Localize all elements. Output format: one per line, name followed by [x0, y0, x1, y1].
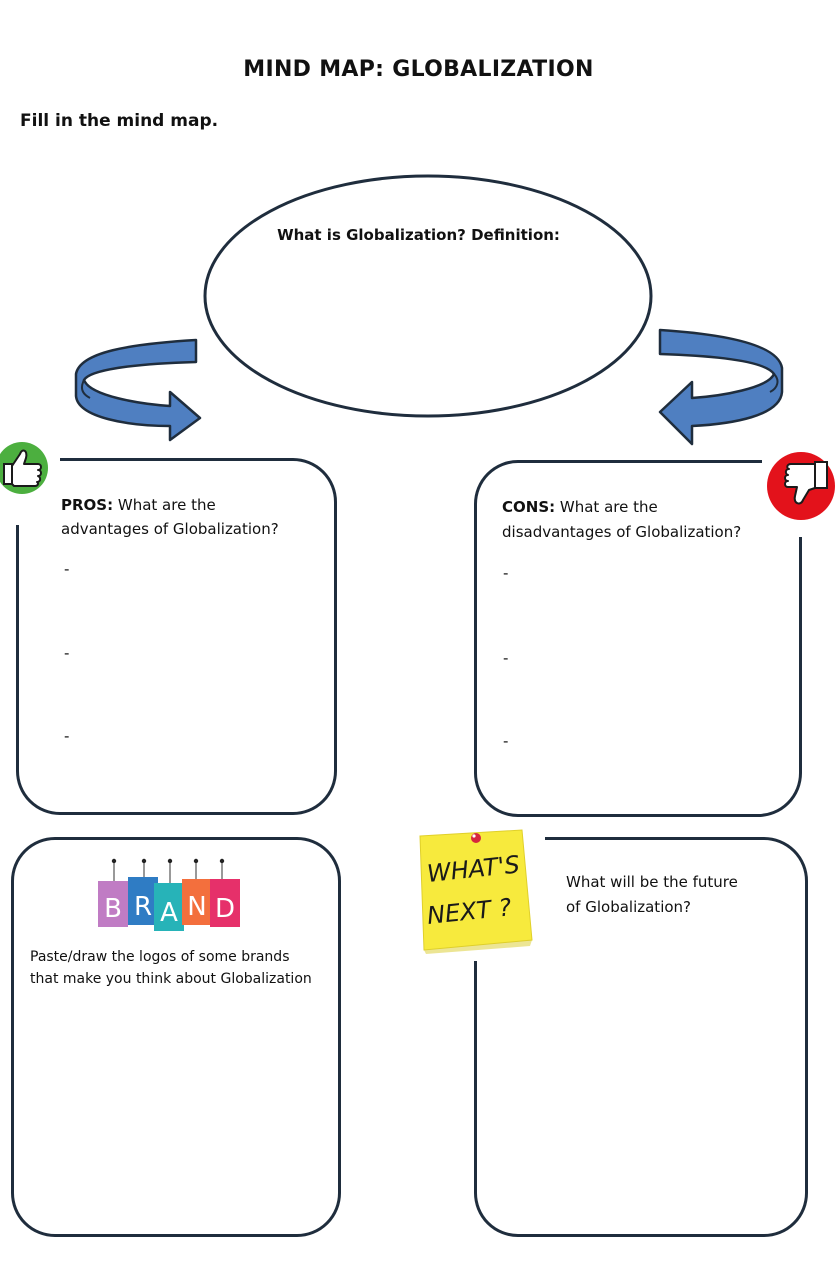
cons-dash-2: -	[503, 649, 509, 667]
cons-heading-bold: CONS:	[502, 498, 556, 516]
pros-heading-bold: PROS:	[61, 496, 114, 514]
right-curved-arrow	[658, 328, 784, 446]
future-question-line2: of Globalization?	[566, 898, 692, 916]
pros-heading-rest: What are the	[113, 496, 216, 514]
thumbs-down-icon	[767, 452, 835, 520]
brand-letter-a: A	[160, 898, 178, 928]
pros-box[interactable]	[16, 458, 337, 815]
brand-letter-n: N	[187, 892, 206, 922]
brand-tags-image: B R A N D	[98, 858, 240, 931]
brand-box[interactable]	[11, 837, 341, 1237]
whats-next-note: WHAT'S NEXT ?	[419, 829, 533, 954]
cons-dash-1: -	[503, 564, 509, 582]
page-title: MIND MAP: GLOBALIZATION	[243, 57, 594, 82]
brand-letter-r: R	[134, 892, 152, 922]
brand-instruction-line2: that make you think about Globalization	[30, 971, 312, 987]
left-curved-arrow	[74, 338, 202, 442]
future-question-line1: What will be the future	[566, 873, 738, 891]
brand-letter-d: D	[215, 894, 235, 924]
pros-dash-1: -	[64, 560, 70, 578]
pros-dash-2: -	[64, 644, 70, 662]
pros-heading: PROS: What are the	[61, 493, 216, 517]
cons-heading: CONS: What are the	[502, 495, 658, 519]
cons-dash-3: -	[503, 732, 509, 750]
pros-heading-line2: advantages of Globalization?	[61, 520, 279, 538]
brand-letter-b: B	[104, 894, 122, 924]
instructions: Fill in the mind map.	[20, 111, 219, 131]
future-box[interactable]	[474, 837, 808, 1237]
thumbs-up-icon	[0, 442, 48, 494]
definition-ellipse[interactable]	[200, 174, 656, 424]
cons-heading-rest: What are the	[555, 498, 658, 516]
cons-box[interactable]	[474, 460, 802, 817]
brand-instruction-line1: Paste/draw the logos of some brands	[30, 949, 290, 965]
pros-dash-3: -	[64, 727, 70, 745]
definition-label: What is Globalization? Definition:	[277, 226, 560, 244]
cons-heading-line2: disadvantages of Globalization?	[502, 523, 742, 541]
